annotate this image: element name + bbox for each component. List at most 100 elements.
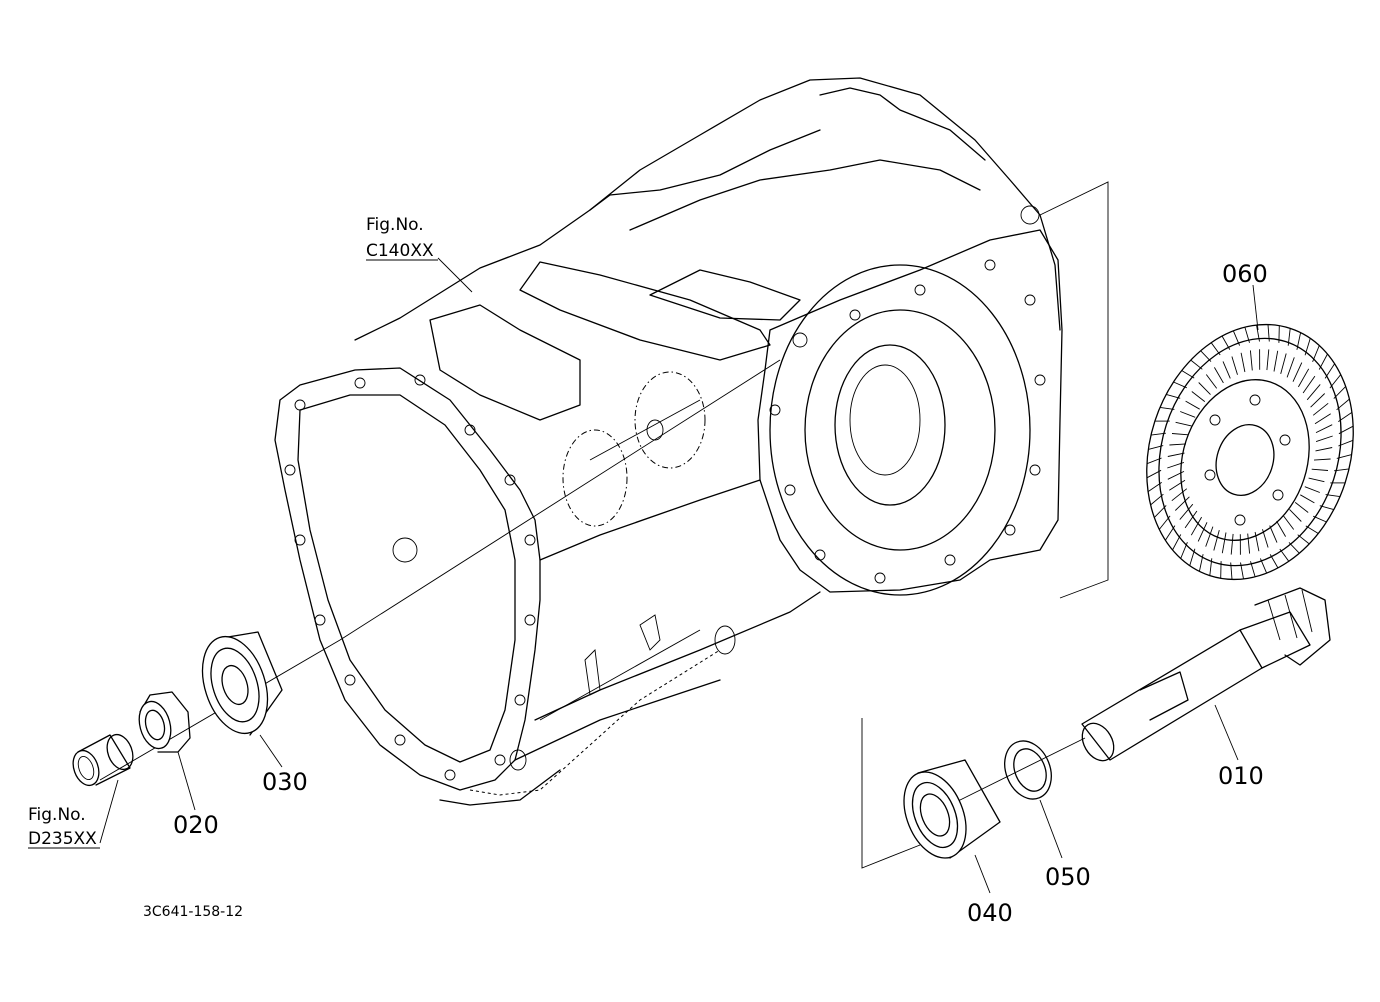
gear-tooth bbox=[1244, 327, 1250, 343]
gear-tooth-face bbox=[1205, 526, 1214, 547]
gear-tooth bbox=[1267, 324, 1270, 342]
gear-teeth bbox=[1146, 324, 1354, 580]
gear-tooth-face bbox=[1254, 531, 1260, 552]
part-label-040: 040 bbox=[967, 899, 1013, 927]
part-label-030: 030 bbox=[262, 768, 308, 796]
gear-tooth-face bbox=[1221, 532, 1227, 554]
gear-tooth-face bbox=[1214, 367, 1224, 384]
gear-tooth bbox=[1146, 469, 1162, 479]
gear-tooth-face bbox=[1174, 496, 1190, 511]
transmission-case bbox=[274, 77, 1063, 806]
explode-box-right bbox=[1039, 181, 1109, 599]
gear-tooth-face bbox=[1167, 452, 1185, 457]
bevel-gear-060 bbox=[1146, 323, 1354, 581]
gear-tooth-face bbox=[1171, 488, 1188, 502]
gear-tooth-face bbox=[1167, 461, 1185, 469]
gear-tooth-face bbox=[1302, 375, 1316, 394]
gear-tooth-face bbox=[1205, 374, 1218, 389]
gear-tooth-face bbox=[1266, 349, 1270, 371]
pinion-shaft-010 bbox=[1081, 587, 1331, 762]
gear-tooth bbox=[1334, 468, 1350, 472]
gear-tooth-face bbox=[1184, 510, 1198, 529]
gear-tooth-face bbox=[1231, 356, 1238, 375]
gear-tooth bbox=[1172, 534, 1182, 551]
gear-tooth-face bbox=[1179, 503, 1194, 520]
gear-tooth-face bbox=[1315, 424, 1333, 434]
gear-tooth-face bbox=[1286, 357, 1295, 378]
gear-tooth bbox=[1256, 325, 1260, 342]
gear-tooth-face bbox=[1191, 391, 1206, 402]
gear-tooth bbox=[1166, 393, 1181, 399]
gear-tooth bbox=[1325, 494, 1341, 498]
gear-tooth bbox=[1165, 525, 1176, 541]
gear-tooth-face bbox=[1289, 509, 1302, 522]
gear-tooth bbox=[1190, 359, 1203, 370]
gear-tooth bbox=[1189, 548, 1196, 566]
gear-tooth bbox=[1209, 558, 1213, 576]
gear-tooth bbox=[1200, 350, 1212, 362]
gear-tooth bbox=[1318, 353, 1328, 370]
gear-tooth-face bbox=[1292, 362, 1303, 382]
gear-tooth-face bbox=[1273, 350, 1279, 372]
gear-tooth bbox=[1304, 338, 1311, 356]
gear-tooth bbox=[1296, 332, 1302, 350]
gear-tooth-face bbox=[1294, 502, 1309, 513]
gear-tooth bbox=[1269, 554, 1279, 569]
gear-tooth bbox=[1305, 525, 1319, 534]
gear-tooth-face bbox=[1298, 368, 1310, 388]
gear-tooth-face bbox=[1190, 516, 1202, 536]
gear-tooth bbox=[1287, 328, 1291, 346]
gear-tooth bbox=[1148, 445, 1164, 450]
gear-tooth bbox=[1336, 454, 1352, 459]
gear-tooth bbox=[1150, 432, 1166, 436]
gear-tooth-face bbox=[1167, 470, 1185, 480]
gear-tooth bbox=[1313, 515, 1327, 523]
gear-tooth bbox=[1181, 370, 1195, 379]
gear-tooth-face bbox=[1175, 421, 1192, 427]
gear-tooth bbox=[1329, 374, 1342, 389]
gear-tooth bbox=[1210, 342, 1221, 356]
gear-tooth bbox=[1259, 558, 1268, 574]
shim-050 bbox=[1004, 740, 1052, 800]
gear-tooth bbox=[1279, 548, 1290, 562]
gear-tooth-face bbox=[1312, 402, 1329, 416]
bushing-ref bbox=[72, 733, 134, 787]
axis-line-left bbox=[99, 359, 781, 781]
gear-tooth-face bbox=[1313, 458, 1331, 461]
gear-tooth bbox=[1150, 493, 1164, 506]
gear-tooth-face bbox=[1230, 533, 1234, 555]
gear-tooth-face bbox=[1222, 361, 1231, 379]
gear-tooth-face bbox=[1300, 494, 1315, 504]
gear-tooth bbox=[1232, 330, 1241, 346]
part-label-010: 010 bbox=[1218, 762, 1264, 790]
gear-tooth bbox=[1240, 562, 1244, 579]
gear-tooth-face bbox=[1171, 433, 1189, 436]
gear-tooth bbox=[1153, 505, 1167, 518]
gear-tooth bbox=[1250, 561, 1256, 577]
gear-tooth bbox=[1338, 412, 1353, 422]
diagram-code: 3C641-158-12 bbox=[143, 904, 243, 920]
gear-tooth bbox=[1180, 542, 1188, 559]
gear-tooth-face bbox=[1249, 350, 1253, 371]
bearing-030 bbox=[201, 631, 283, 736]
ref-label-d235-code[interactable]: D235XX bbox=[28, 829, 97, 849]
gear-tooth-face bbox=[1198, 382, 1211, 395]
gear-tooth bbox=[1198, 554, 1204, 572]
gear-tooth-face bbox=[1306, 384, 1321, 401]
gear-tooth-face bbox=[1315, 435, 1333, 443]
lock-nut-020 bbox=[138, 691, 191, 753]
gear-tooth bbox=[1338, 439, 1354, 447]
gear-tooth-face bbox=[1185, 400, 1200, 410]
gear-tooth-face bbox=[1310, 393, 1326, 408]
gear-tooth-face bbox=[1304, 486, 1320, 493]
gear-tooth-face bbox=[1311, 468, 1329, 471]
gear-tooth bbox=[1147, 482, 1162, 492]
ref-label-c140-code[interactable]: C140XX bbox=[366, 241, 434, 261]
gear-tooth bbox=[1319, 505, 1334, 511]
gear-tooth bbox=[1221, 335, 1231, 350]
gear-tooth-face bbox=[1247, 533, 1251, 554]
part-label-020: 020 bbox=[173, 811, 219, 839]
gear-tooth-face bbox=[1282, 515, 1295, 530]
explode-box-bottom bbox=[861, 718, 921, 869]
